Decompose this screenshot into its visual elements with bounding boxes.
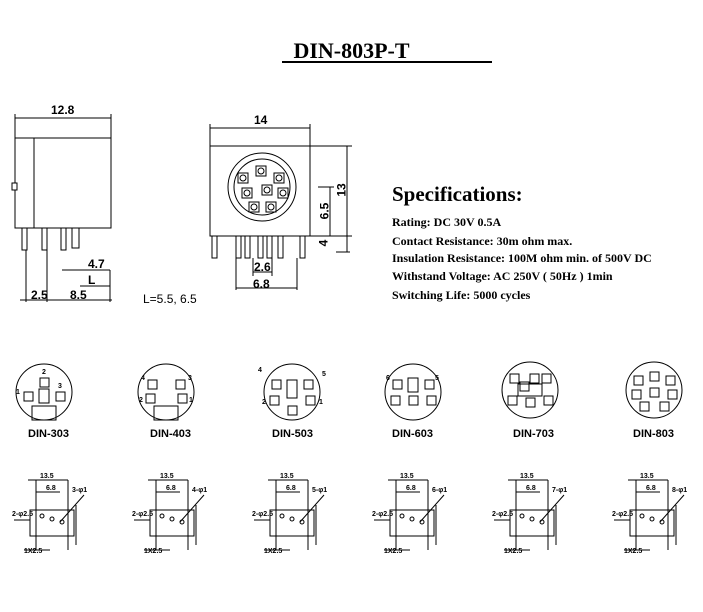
- svg-text:2: 2: [262, 399, 266, 406]
- spec-switching-life: Switching Life: 5000 cycles: [392, 288, 531, 302]
- dim-L: L: [88, 273, 96, 287]
- svg-text:5: 5: [435, 375, 439, 382]
- spec-contact-resistance: Contact Resistance: 30m ohm max.: [392, 234, 573, 248]
- dim-width: 12.8: [51, 103, 75, 117]
- dim-front-h2: 4: [316, 239, 331, 247]
- model-label: DIN-803: [633, 428, 674, 440]
- footprint-top-dim: 13.5: [280, 473, 294, 480]
- footprint-pin-dim: 2-φ2.5: [132, 511, 153, 518]
- footprint-top-dim: 13.5: [400, 473, 414, 480]
- footprint-dia-dim: 5-φ1: [312, 487, 327, 494]
- footprint-4: 13.5 6.8 2-φ2.5 7-φ1 1X2.5: [492, 473, 567, 555]
- footprint-dia-dim: 3-φ1: [72, 487, 87, 494]
- footprint-dia-dim: 7-φ1: [552, 487, 567, 494]
- footprint-pin-dim: 2-φ2.5: [612, 511, 633, 518]
- svg-text:1: 1: [319, 399, 323, 406]
- footprint-dia-dim: 6-φ1: [432, 487, 447, 494]
- footprint-dia-dim: 4-φ1: [192, 487, 207, 494]
- footprint-top-dim: 13.5: [520, 473, 534, 480]
- svg-text:2: 2: [42, 369, 46, 376]
- model-label: DIN-703: [513, 428, 554, 440]
- dim-front-width: 14: [254, 113, 268, 127]
- model-label: DIN-303: [28, 428, 69, 440]
- footprint-top-dim: 13.5: [160, 473, 174, 480]
- footprints: 13.56.82-φ2.53-φ11X2.513.56.82-φ2.54-φ11…: [12, 473, 687, 555]
- svg-text:4: 4: [141, 375, 145, 382]
- svg-text:3: 3: [58, 383, 62, 390]
- footprint-pin-dim: 2-φ2.5: [372, 511, 393, 518]
- footprint-3: 13.5 6.8 2-φ2.5 6-φ1 1X2.5: [372, 473, 447, 555]
- footprint-mid-dim: 6.8: [286, 485, 296, 492]
- footprint-5: 13.5 6.8 2-φ2.5 8-φ1 1X2.5: [612, 473, 687, 555]
- page-title: DIN-803P-T: [293, 38, 410, 63]
- model-label: DIN-403: [150, 428, 191, 440]
- footprint-x-dim: 1X2.5: [384, 548, 402, 555]
- footprint-mid-dim: 6.8: [166, 485, 176, 492]
- svg-text:6: 6: [386, 375, 390, 382]
- svg-text:1: 1: [189, 397, 193, 404]
- L-values: L=5.5, 6.5: [143, 292, 197, 306]
- footprint-top-dim: 13.5: [640, 473, 654, 480]
- footprint-mid-dim: 6.8: [406, 485, 416, 492]
- dim-front-height: 13: [334, 183, 349, 197]
- model-label: DIN-603: [392, 428, 433, 440]
- front-view-drawing: [209, 124, 352, 290]
- side-view-drawing: [11, 114, 112, 302]
- svg-text:4: 4: [258, 367, 262, 374]
- footprint-top-dim: 13.5: [40, 473, 54, 480]
- footprint-pin-dim: 2-φ2.5: [12, 511, 33, 518]
- spec-insulation-resistance: Insulation Resistance: 100M ohm min. of …: [392, 251, 652, 265]
- footprint-pin-dim: 2-φ2.5: [252, 511, 273, 518]
- dim-front-w1: 2.6: [254, 260, 271, 274]
- dim-front-w2: 6.8: [253, 277, 270, 291]
- dim-pitch2: 8.5: [70, 288, 87, 302]
- svg-text:1: 1: [16, 389, 20, 396]
- footprint-mid-dim: 6.8: [46, 485, 56, 492]
- footprint-dia-dim: 8-φ1: [672, 487, 687, 494]
- footprint-pin-dim: 2-φ2.5: [492, 511, 513, 518]
- model-label: DIN-503: [272, 428, 313, 440]
- footprint-2: 13.5 6.8 2-φ2.5 5-φ1 1X2.5: [252, 473, 327, 555]
- dim-pitch1: 2.5: [31, 288, 48, 302]
- footprint-mid-dim: 6.8: [646, 485, 656, 492]
- footprint-x-dim: 1X2.5: [624, 548, 642, 555]
- footprint-0: 13.5 6.8 2-φ2.5 3-φ1 1X2.5: [12, 473, 87, 555]
- connector-faces: 1 3 2 4 3 2 1 4 5 2 1 6 5: [15, 361, 683, 421]
- dim-front-h1: 6.5: [317, 202, 332, 220]
- footprint-x-dim: 1X2.5: [24, 548, 42, 555]
- footprint-x-dim: 1X2.5: [504, 548, 522, 555]
- footprint-1: 13.5 6.8 2-φ2.5 4-φ1 1X2.5: [132, 473, 207, 555]
- title-underline: [282, 61, 492, 63]
- footprint-x-dim: 1X2.5: [144, 548, 162, 555]
- footprint-mid-dim: 6.8: [526, 485, 536, 492]
- spec-withstand-voltage: Withstand Voltage: AC 250V ( 50Hz ) 1min: [392, 269, 613, 283]
- spec-rating: Rating: DC 30V 0.5A: [392, 215, 502, 229]
- dim-pin: 4.7: [88, 257, 105, 271]
- footprint-x-dim: 1X2.5: [264, 548, 282, 555]
- svg-text:2: 2: [139, 397, 143, 404]
- svg-text:5: 5: [322, 371, 326, 378]
- svg-text:3: 3: [188, 375, 192, 382]
- specs-heading: Specifications:: [392, 182, 523, 206]
